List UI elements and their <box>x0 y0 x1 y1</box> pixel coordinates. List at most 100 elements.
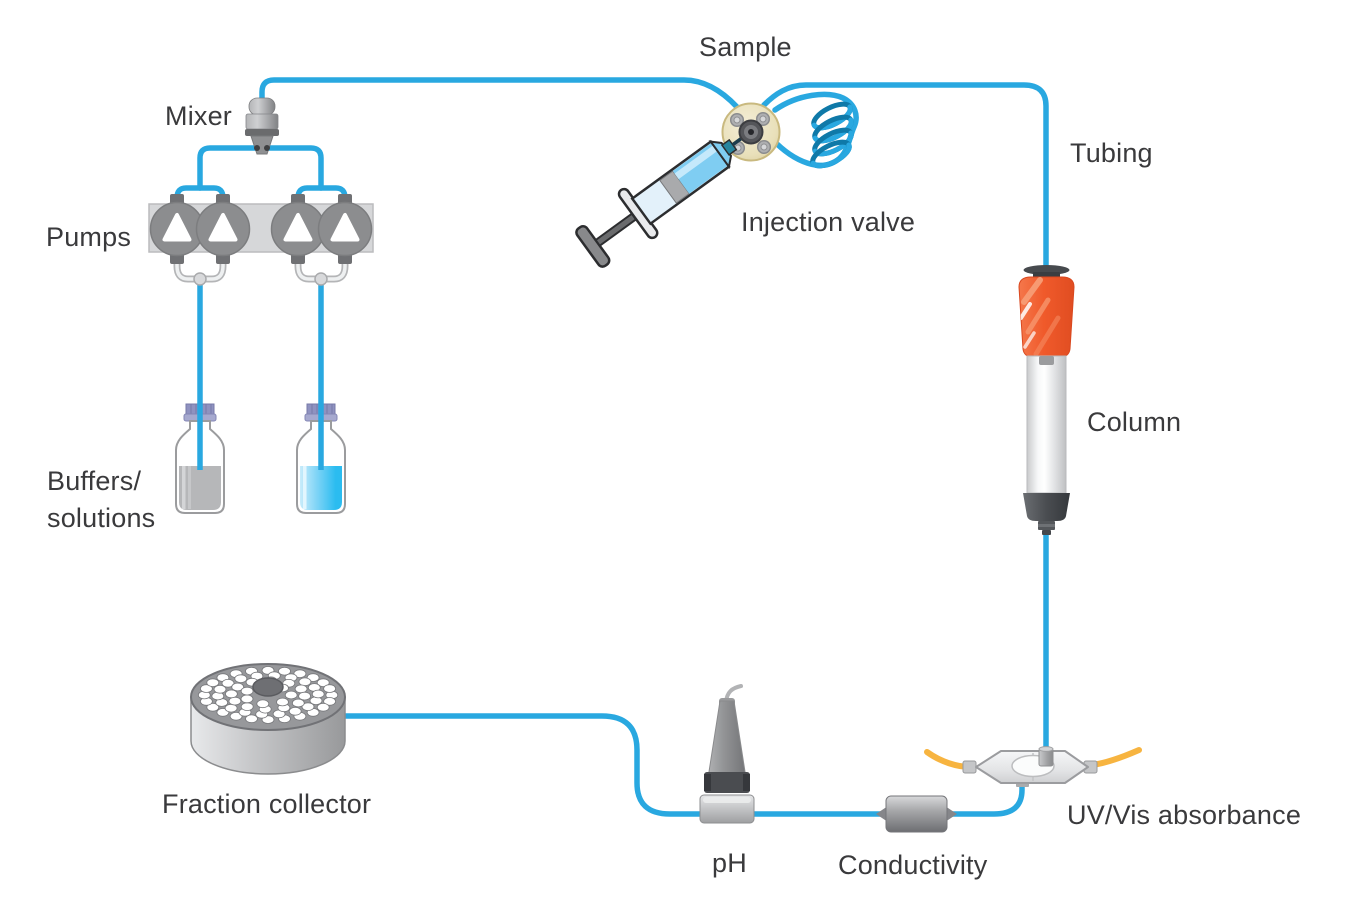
collector-well <box>240 694 254 704</box>
collector-well <box>293 669 307 678</box>
mixer-nozzle <box>250 135 274 155</box>
collector-well <box>221 678 235 688</box>
ph-base-highlight <box>703 797 751 803</box>
optical-fiber-right <box>1089 747 1142 768</box>
cond-cap-right <box>945 806 957 822</box>
pump-icon <box>195 194 251 264</box>
mixer-label: Mixer <box>165 101 232 131</box>
collector-well <box>311 689 325 699</box>
collector-well <box>323 697 337 706</box>
column-bottom-cap <box>1023 493 1070 521</box>
valve-hub <box>738 119 764 145</box>
mixer-port <box>264 145 270 151</box>
cond-cap-left <box>876 806 888 822</box>
collector-well <box>206 702 220 712</box>
tube-valve-to-column <box>761 82 1049 756</box>
tube-left-to-mixer <box>197 145 260 191</box>
syringe-liquid-highlight <box>674 145 717 180</box>
tube-mixer-to-valve <box>259 77 740 110</box>
mixer-body <box>245 113 279 130</box>
ph-probe-icon <box>699 684 755 824</box>
uv-flow-cell-icon <box>924 746 1142 787</box>
valve-bolt <box>729 111 772 156</box>
collector-well <box>213 684 227 694</box>
pump-block <box>148 194 374 264</box>
sample-label: Sample <box>699 32 792 62</box>
inlet-junction <box>193 272 207 286</box>
tube-right-to-mixer <box>264 145 324 191</box>
collector-well <box>301 702 315 711</box>
inlet-tubing <box>193 272 328 470</box>
collector-well <box>284 690 298 700</box>
mixer-flange <box>245 129 279 136</box>
pump-icon <box>270 194 326 264</box>
collector-well <box>229 711 243 721</box>
sample-loop-icon <box>769 91 859 169</box>
column-outlet <box>1042 530 1051 535</box>
collector-well <box>224 689 238 699</box>
tubing-icon <box>174 77 1049 817</box>
liquid-highlight <box>188 466 191 509</box>
collector-well <box>276 697 289 707</box>
tubing-label: Tubing <box>1070 138 1153 168</box>
ph-collar-ridge <box>704 774 711 791</box>
ph-label: pH <box>712 848 747 878</box>
collector-wells <box>197 666 339 724</box>
cell-top-port-cap <box>1038 746 1054 752</box>
collector-well <box>323 684 337 693</box>
collector-well <box>294 684 308 694</box>
pump-icon <box>317 194 373 264</box>
collector-well <box>278 666 291 676</box>
fiber-fitting-left <box>962 760 977 774</box>
pumps-label: Pumps <box>46 222 131 252</box>
collector-well <box>199 684 213 693</box>
mixer-port <box>254 145 260 151</box>
syringe-icon <box>575 131 750 268</box>
conductivity-label: Conductivity <box>838 850 988 880</box>
fraction-collector-label: Fraction collector <box>162 789 371 819</box>
collector-well <box>240 702 254 711</box>
liquid-highlight <box>182 466 186 509</box>
collector-well <box>228 696 242 706</box>
collector-well <box>231 682 245 692</box>
collector-well <box>240 686 254 696</box>
column-orange-highlights <box>1019 277 1061 357</box>
pump-icon <box>149 194 205 264</box>
column-glass-body <box>1026 355 1067 494</box>
collector-well <box>206 678 220 687</box>
collector-well <box>298 691 312 701</box>
syringe-plunger-rod <box>594 211 639 248</box>
cond-body <box>885 795 948 833</box>
collector-well <box>234 674 248 683</box>
buffers-label-line2: solutions <box>47 503 155 533</box>
conductivity-monitor-icon <box>876 795 957 833</box>
injection-valve-label: Injection valve <box>741 207 915 237</box>
mixer-cap <box>248 97 276 116</box>
syringe-tip <box>708 140 733 170</box>
collector-well <box>224 703 238 713</box>
mixer-icon <box>245 97 279 155</box>
collector-well <box>291 698 305 708</box>
buffers-label-line1: Buffers/ <box>47 466 141 496</box>
inlet-junction <box>314 272 328 286</box>
liquid-highlight <box>303 466 307 509</box>
buffer-liquid-cyan <box>300 466 342 510</box>
column-adapter-nub <box>1039 356 1054 365</box>
collector-hub <box>252 677 284 697</box>
tube-collector-run <box>342 713 1025 817</box>
uv-vis-label: UV/Vis absorbance <box>1067 800 1301 830</box>
column-label: Column <box>1087 407 1181 437</box>
loop-turn <box>810 139 852 169</box>
ph-collar <box>704 772 750 793</box>
column-icon <box>1018 265 1075 535</box>
collector-well <box>316 702 330 712</box>
collector-well <box>288 706 302 716</box>
collector-well <box>256 699 270 709</box>
collector-well <box>316 678 330 687</box>
diagram-labels: Sample Mixer Pumps Buffers/ solutions In… <box>46 32 1301 880</box>
column-bottom-band <box>1038 524 1055 527</box>
collector-well <box>298 677 312 687</box>
fraction-collector-icon <box>190 663 346 775</box>
